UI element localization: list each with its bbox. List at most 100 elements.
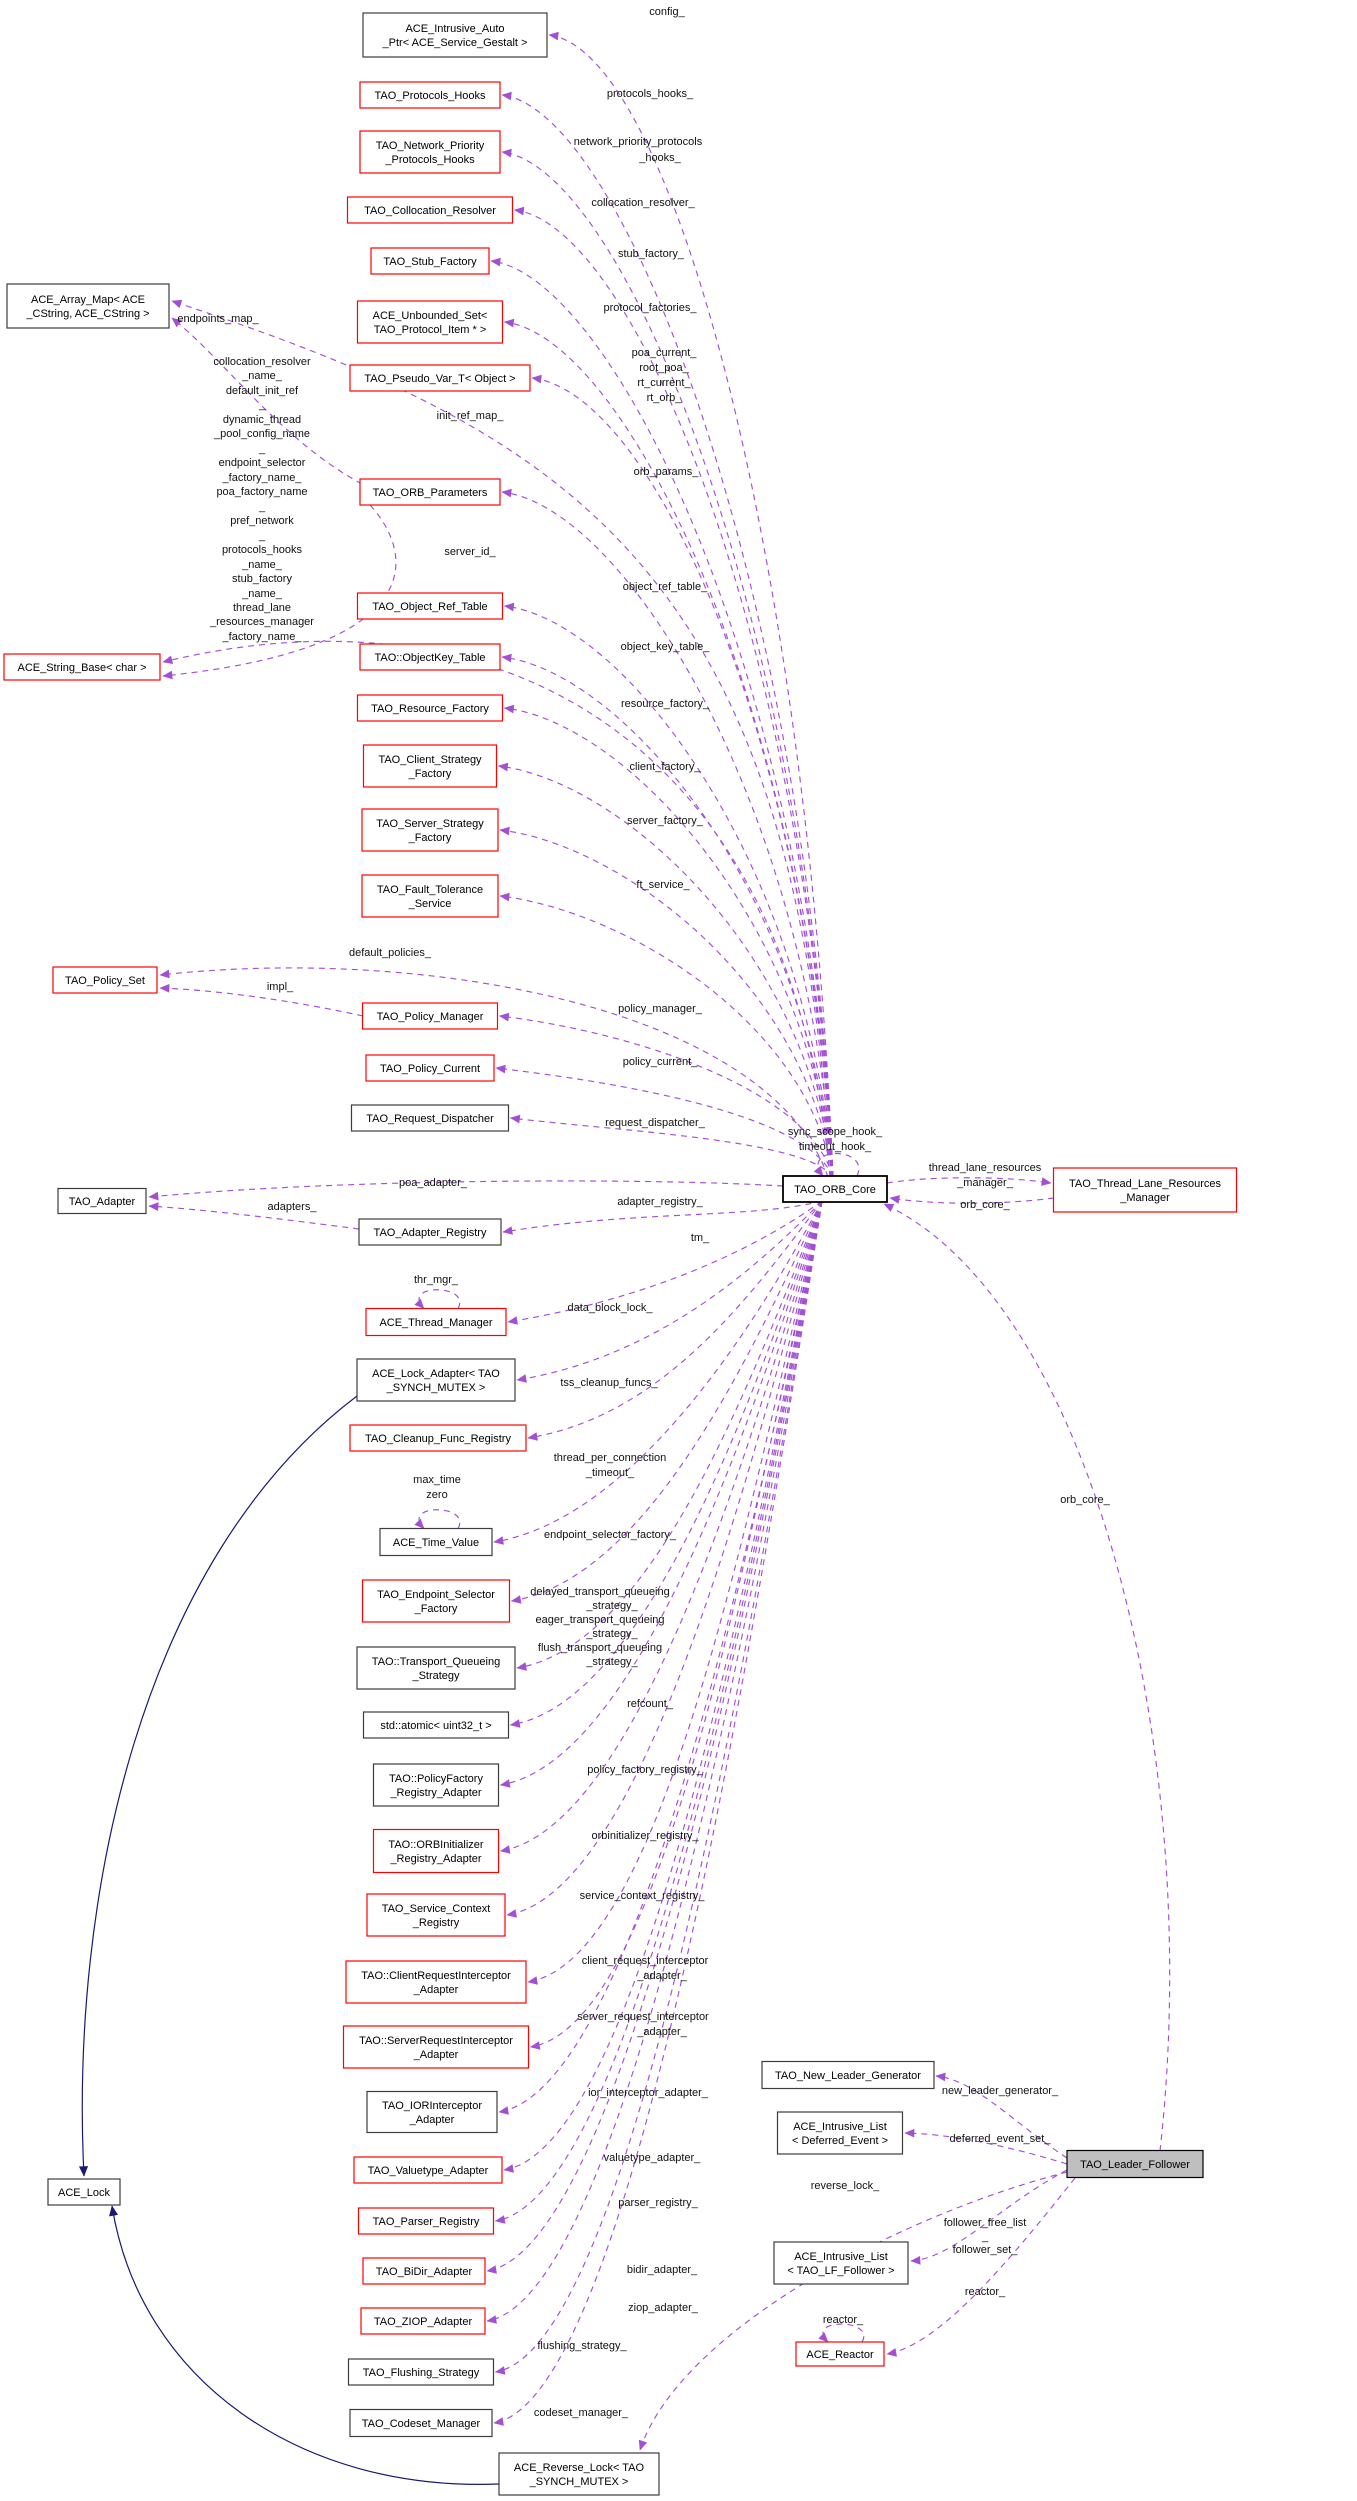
edge-label: new_leader_generator_: [942, 2085, 1059, 2097]
edge-deferred_event_set: [904, 2128, 1068, 2165]
edge-resource_factory: [503, 704, 834, 1178]
class-node-label: ACE_Time_Value: [393, 1537, 479, 1549]
class-node-tao_policy_manager[interactable]: TAO_Policy_Manager: [361, 1002, 499, 1030]
class-node-tao_stub_factory[interactable]: TAO_Stub_Factory: [370, 247, 490, 275]
edge-label: _strategy_: [585, 1628, 638, 1640]
class-node-tao_codeset_manager[interactable]: TAO_Codeset_Manager: [349, 2408, 493, 2438]
edge-label: _name_: [241, 370, 283, 382]
class-node-tao_orb_parameters[interactable]: TAO_ORB_Parameters: [359, 478, 501, 506]
class-node-tao_ziop_adapter[interactable]: TAO_ZIOP_Adapter: [360, 2307, 486, 2335]
edge-label: _resources_manager: [209, 616, 314, 628]
class-node-label: TAO::ClientRequestInterceptor: [361, 1970, 511, 1982]
class-node-tao_iorinterceptor[interactable]: TAO_IORInterceptor_Adapter: [366, 2090, 498, 2134]
class-node-ace_intrusive_list_lf[interactable]: ACE_Intrusive_List< TAO_LF_Follower >: [773, 2241, 909, 2285]
class-node-tao_clientrequestinterceptor[interactable]: TAO::ClientRequestInterceptor_Adapter: [345, 1960, 527, 2004]
edge-label: codeset_manager_: [534, 2407, 629, 2419]
edge-follower_set: [910, 2169, 1068, 2265]
edges-layer: [78, 31, 1171, 2485]
class-node-tao_adapter[interactable]: TAO_Adapter: [57, 1187, 147, 1215]
class-node-ace_time_value[interactable]: ACE_Time_Value: [379, 1527, 493, 1557]
class-node-label: TAO_Leader_Follower: [1080, 2159, 1190, 2171]
class-node-tao_objectkey_table[interactable]: TAO::ObjectKey_Table: [359, 643, 501, 671]
class-node-tao_server_strategy[interactable]: TAO_Server_Strategy_Factory: [361, 808, 499, 852]
class-node-ace_reactor[interactable]: ACE_Reactor: [795, 2341, 885, 2367]
class-node-tao_orb_core[interactable]: TAO_ORB_Core: [782, 1175, 888, 1203]
edge-label: stub_factory: [232, 573, 292, 585]
edge-reverse_lock: [638, 2171, 1068, 2451]
class-node-ace_intrusive_list_deferred[interactable]: ACE_Intrusive_List< Deferred_Event >: [776, 2111, 904, 2155]
class-node-tao_transport_queueing[interactable]: TAO::Transport_Queueing_Strategy: [356, 1646, 516, 1690]
class-node-tao_new_leader_generator[interactable]: TAO_New_Leader_Generator: [761, 2060, 935, 2090]
class-node-label: TAO_ZIOP_Adapter: [374, 2316, 473, 2328]
class-node-ace_reverse_lock[interactable]: ACE_Reverse_Lock< TAO_SYNCH_MUTEX >: [498, 2452, 660, 2496]
class-node-label: TAO_Endpoint_Selector: [377, 1589, 495, 1601]
edge-label: bidir_adapter_: [627, 2264, 698, 2276]
class-node-label: TAO_Object_Ref_Table: [372, 601, 487, 613]
class-node-tao_network_priority[interactable]: TAO_Network_Priority_Protocols_Hooks: [359, 130, 501, 174]
class-node-box: [370, 247, 490, 275]
edge-label: config_: [649, 6, 685, 18]
class-node-ace_unbounded_set[interactable]: ACE_Unbounded_Set<TAO_Protocol_Item * >: [356, 300, 504, 344]
class-node-ace_lock_adapter[interactable]: ACE_Lock_Adapter< TAO_SYNCH_MUTEX >: [356, 1358, 516, 1402]
class-node-label: TAO_Valuetype_Adapter: [368, 2165, 489, 2177]
class-node-tao_object_ref_table[interactable]: TAO_Object_Ref_Table: [356, 592, 504, 620]
class-node-tao_request_dispatcher[interactable]: TAO_Request_Dispatcher: [350, 1104, 510, 1132]
class-node-ace_intrusive_auto_ptr[interactable]: ACE_Intrusive_Auto_Ptr< ACE_Service_Gest…: [362, 12, 548, 58]
class-node-ace_lock[interactable]: ACE_Lock: [47, 2178, 121, 2206]
class-node-tao_service_context[interactable]: TAO_Service_Context_Registry: [366, 1893, 506, 1937]
class-node-box: [795, 2341, 885, 2367]
class-node-tao_cleanup_func_registry[interactable]: TAO_Cleanup_Func_Registry: [349, 1424, 527, 1452]
class-node-tao_valuetype_adapter[interactable]: TAO_Valuetype_Adapter: [353, 2156, 503, 2184]
class-node-tao_policy_set[interactable]: TAO_Policy_Set: [52, 966, 158, 994]
edge-label: client_request_interceptor: [582, 1955, 709, 1967]
class-node-std_atomic[interactable]: std::atomic< uint32_t >: [362, 1711, 510, 1739]
class-node-label: ACE_Thread_Manager: [379, 1317, 492, 1329]
edge-tss_cleanup_funcs: [527, 1200, 823, 1441]
edge-label: thread_lane: [233, 602, 291, 614]
class-node-tao_orbinitializer[interactable]: TAO::ORBInitializer_Registry_Adapter: [372, 1828, 500, 1874]
edge-label: valuetype_adapter_: [604, 2152, 702, 2164]
self-loop-sync_scope_hook-timeout_hook: [813, 1152, 860, 1177]
class-node-tao_leader_follower[interactable]: TAO_Leader_Follower: [1066, 2149, 1204, 2179]
class-node-tao_fault_tolerance[interactable]: TAO_Fault_Tolerance_Service: [361, 874, 499, 918]
edge-adapters: [148, 1202, 360, 1230]
class-node-ace_thread_manager[interactable]: ACE_Thread_Manager: [365, 1307, 507, 1337]
class-node-tao_pseudo_var_t[interactable]: TAO_Pseudo_Var_T< Object >: [349, 364, 531, 392]
edge-orbinitializer_registry: [499, 1200, 823, 1854]
class-node-tao_thread_lane[interactable]: TAO_Thread_Lane_Resources_Manager: [1052, 1167, 1238, 1213]
class-node-tao_resource_factory[interactable]: TAO_Resource_Factory: [356, 694, 504, 722]
edge-label: refcount_: [627, 1698, 674, 1710]
class-node-label: _Adapter: [409, 2114, 455, 2126]
class-node-box: [349, 1424, 527, 1452]
class-node-tao_client_strategy[interactable]: TAO_Client_Strategy_Factory: [362, 744, 498, 788]
class-node-tao_endpoint_selector[interactable]: TAO_Endpoint_Selector_Factory: [361, 1579, 511, 1623]
class-node-tao_policyfactory[interactable]: TAO::PolicyFactory_Registry_Adapter: [372, 1763, 500, 1807]
class-node-box: [347, 2358, 495, 2386]
edge-label: policy_current_: [623, 1056, 698, 1068]
class-node-tao_protocols_hooks[interactable]: TAO_Protocols_Hooks: [359, 81, 501, 109]
class-node-ace_array_map[interactable]: ACE_Array_Map< ACE_CString, ACE_CString …: [6, 283, 170, 329]
class-node-tao_policy_current[interactable]: TAO_Policy_Current: [365, 1054, 495, 1082]
edge-label: endpoints_map_: [177, 313, 259, 325]
class-node-tao_bidir_adapter[interactable]: TAO_BiDir_Adapter: [362, 2257, 486, 2285]
edge-label: object_key_table_: [621, 641, 711, 653]
class-node-label: TAO_Thread_Lane_Resources: [1069, 1178, 1222, 1190]
class-node-box: [365, 1054, 495, 1082]
edge-label: zero: [426, 1489, 447, 1501]
class-node-tao_flushing_strategy[interactable]: TAO_Flushing_Strategy: [347, 2358, 495, 2386]
class-node-tao_parser_registry[interactable]: TAO_Parser_Registry: [357, 2207, 495, 2235]
edge-label: _: [981, 2231, 989, 2243]
class-node-label: TAO_New_Leader_Generator: [775, 2070, 921, 2082]
edge-label: object_ref_table_: [623, 581, 708, 593]
class-node-tao_collocation_resolver[interactable]: TAO_Collocation_Resolver: [346, 196, 514, 224]
edge-label: thread_per_connection: [554, 1452, 667, 1464]
edge-label: _manager_: [956, 1177, 1014, 1189]
class-node-tao_adapter_registry[interactable]: TAO_Adapter_Registry: [358, 1218, 502, 1246]
edge-label: timeout_hook_: [799, 1141, 872, 1153]
class-node-tao_serverrequestinterceptor[interactable]: TAO::ServerRequestInterceptor_Adapter: [342, 2025, 530, 2069]
edge-tm: [507, 1200, 823, 1325]
class-node-ace_string_base[interactable]: ACE_String_Base< char >: [3, 653, 161, 681]
class-node-label: TAO_Request_Dispatcher: [366, 1113, 494, 1125]
class-node-box: [356, 1646, 516, 1690]
edge-label: thread_lane_resources: [929, 1162, 1042, 1174]
